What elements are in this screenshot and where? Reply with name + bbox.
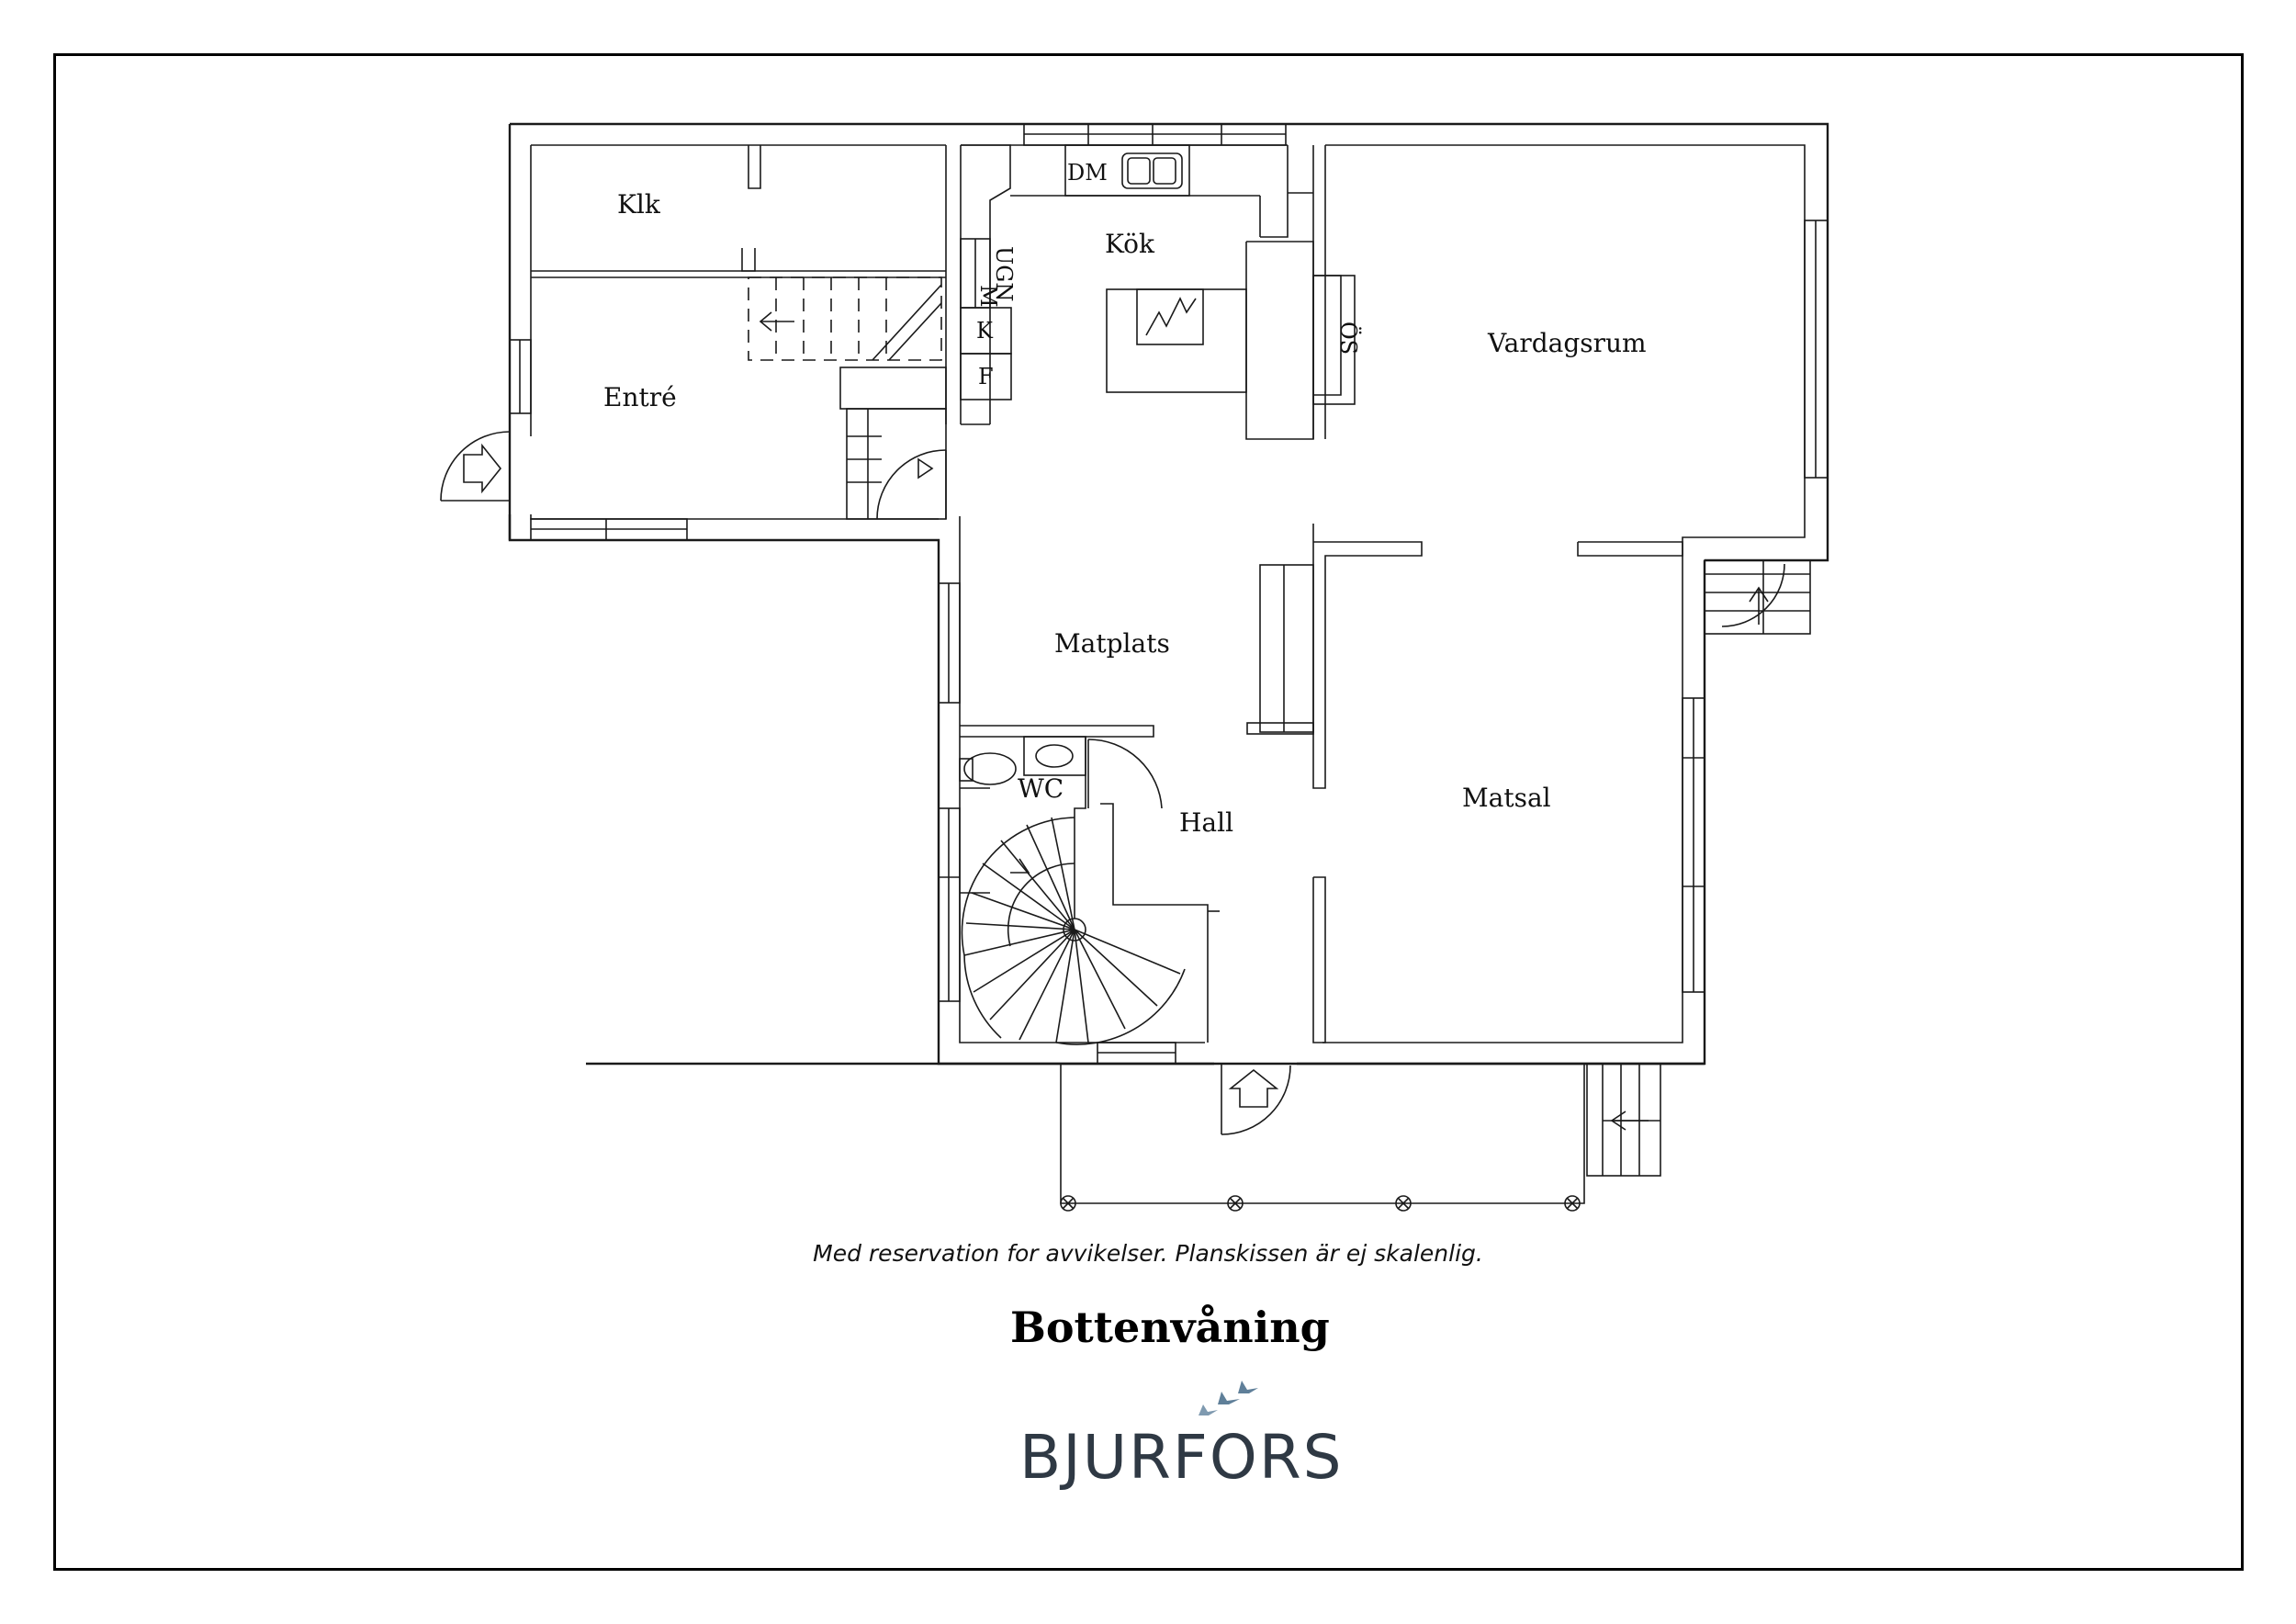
fixture-label-ugn: UGN bbox=[991, 246, 1017, 301]
brand-logo: BJURFORS bbox=[1019, 1422, 1344, 1493]
fixture-label-f: F bbox=[978, 364, 994, 389]
stairs bbox=[748, 276, 1811, 1177]
room-label-klk: Klk bbox=[617, 189, 661, 220]
post-marker bbox=[1564, 1195, 1581, 1212]
doors bbox=[440, 431, 1291, 1135]
post-marker bbox=[1395, 1195, 1412, 1212]
windows bbox=[509, 123, 1829, 1065]
fixture-label-dm: DM bbox=[1067, 160, 1108, 186]
fixture-label-k: K bbox=[976, 318, 994, 344]
room-label-vardagsrum: Vardagsrum bbox=[1487, 328, 1647, 358]
room-label-wc: WC bbox=[1018, 773, 1064, 804]
terrace bbox=[1060, 1064, 1585, 1212]
fixture-label-m: M bbox=[975, 285, 1001, 308]
room-label-matplats: Matplats bbox=[1054, 628, 1170, 659]
outer-walls bbox=[508, 122, 1829, 1066]
interior-walls bbox=[531, 144, 1683, 1043]
room-label-matsal: Matsal bbox=[1462, 783, 1551, 813]
room-label-kok: Kök bbox=[1105, 229, 1155, 259]
floor-title: Bottenvåning bbox=[1010, 1303, 1330, 1352]
post-marker bbox=[1227, 1195, 1244, 1212]
page-frame bbox=[53, 53, 2244, 1571]
disclaimer-text: Med reservation for avvikelser. Planskis… bbox=[813, 1240, 1483, 1267]
room-label-hall: Hall bbox=[1179, 807, 1233, 838]
room-label-entre: Entré bbox=[603, 382, 677, 412]
post-marker bbox=[1060, 1195, 1076, 1212]
fixture-label-os: ÖS bbox=[1335, 321, 1362, 355]
birds-icon bbox=[1199, 1381, 1258, 1415]
